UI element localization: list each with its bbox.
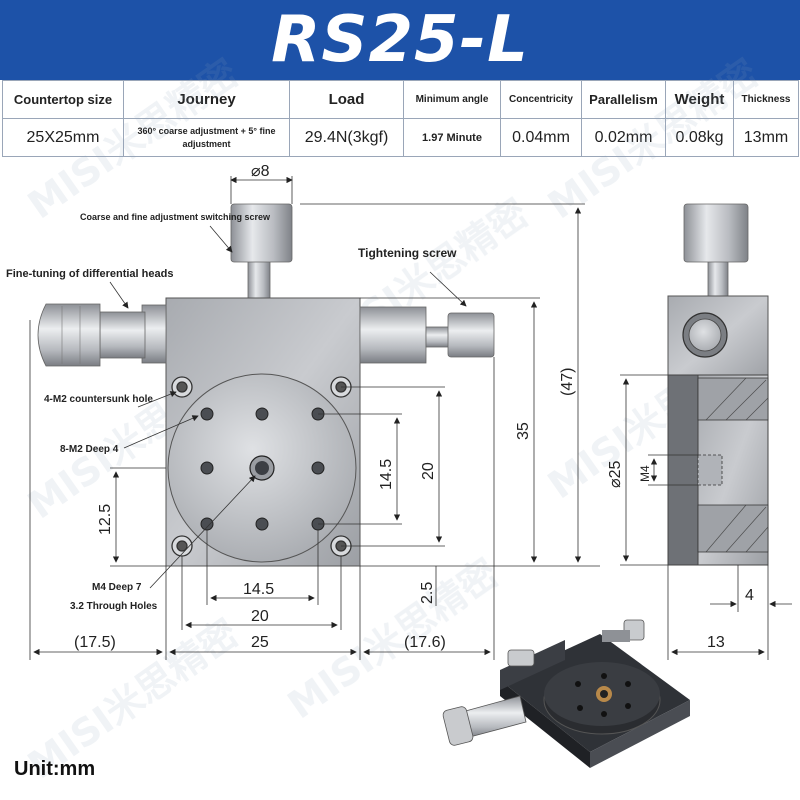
spec-value: 0.04mm <box>500 118 582 157</box>
spec-value: 360° coarse adjustment + 5° fine adjustm… <box>123 118 290 157</box>
spec-value: 0.02mm <box>581 118 666 157</box>
dim-hole-20-h: 20 <box>251 608 269 625</box>
spec-header: Weight <box>665 80 734 119</box>
side-dimension-lines <box>620 374 792 660</box>
leader-lines <box>109 225 467 589</box>
dim-side-13: 13 <box>707 634 725 651</box>
dim-side-m4: M4 <box>638 465 652 482</box>
side-view <box>667 203 769 566</box>
knob-shaft <box>247 257 271 299</box>
watermark-text: MISI米思精密 <box>20 51 246 228</box>
product-title: RS25-L <box>271 3 529 77</box>
dim-offset-2-5: 2.5 <box>419 582 436 604</box>
m2-holes <box>200 407 325 531</box>
switching-screw-text: Coarse and fine adjustment switching scr… <box>80 212 271 222</box>
spec-value: 1.97 Minute <box>403 118 501 157</box>
countersunk-label: 4-M2 countersunk hole <box>44 394 153 405</box>
side-base <box>667 374 701 566</box>
tightening-screw-knob <box>447 312 495 358</box>
m2-deep-label: 8-M2 Deep 4 <box>60 444 119 455</box>
front-view <box>37 203 495 567</box>
through-holes-label: 3.2 Through Holes <box>70 601 158 612</box>
spec-value: 13mm <box>733 118 799 157</box>
side-dimension-labels: ⌀25 M4 4 13 <box>607 460 754 651</box>
dim-right-17-6: (17.6) <box>404 634 446 651</box>
differential-head <box>37 303 101 367</box>
unit-label: Unit:mm <box>14 758 96 780</box>
dim-height-35: 35 <box>515 422 532 440</box>
dim-hole-14-5-h: 14.5 <box>243 581 274 598</box>
m4-deep-label: M4 Deep 7 <box>92 582 142 593</box>
fine-tuning-label: Fine-tuning of differential heads <box>6 268 173 280</box>
dim-hole-20-v: 20 <box>420 462 437 480</box>
front-dimension-labels: ⌀8 (47) 35 20 14.5 12.5 2.5 14.5 20 25 (… <box>74 163 576 651</box>
spec-table: Countertop size Journey Load Minimum ang… <box>2 80 799 157</box>
spec-value-row: 25X25mm 360° coarse adjustment + 5° fine… <box>2 118 799 157</box>
micrometer-sleeve <box>99 311 146 359</box>
spec-value: 29.4N(3kgf) <box>289 118 404 157</box>
dim-total-height: (47) <box>559 368 576 396</box>
front-dimension-lines <box>29 176 600 660</box>
side-knob <box>683 203 749 263</box>
spec-header: Thickness <box>733 80 799 119</box>
product-photo <box>442 619 690 768</box>
spec-header: Concentricity <box>500 80 582 119</box>
switching-screw-knob <box>230 203 293 263</box>
dim-offset-12-5: 12.5 <box>97 504 114 535</box>
annotation-labels: Coarse and fine adjustment switching scr… <box>6 212 457 612</box>
dim-side-4: 4 <box>745 587 754 604</box>
dim-width-25: 25 <box>251 634 269 651</box>
dim-side-dia-25: ⌀25 <box>607 460 624 488</box>
spec-header: Load <box>289 80 404 119</box>
spec-header: Parallelism <box>581 80 666 119</box>
title-banner: RS25-L <box>0 0 800 80</box>
spec-value: 0.08kg <box>665 118 734 157</box>
watermark-text: MISI米思精密 <box>280 551 506 728</box>
spec-header-row: Countertop size Journey Load Minimum ang… <box>2 80 799 119</box>
dim-left-17-5: (17.5) <box>74 634 116 651</box>
screw-shaft <box>359 306 427 364</box>
switching-screw-label: Coarse and fine adjustment switching scr… <box>80 212 271 222</box>
tightening-label: Tightening screw <box>358 246 457 260</box>
spec-header: Countertop size <box>2 80 124 119</box>
dim-hole-14-5-v: 14.5 <box>378 459 395 490</box>
dim-knob-dia: ⌀8 <box>251 163 270 180</box>
watermark-text: MISI米思精密 <box>540 51 766 228</box>
